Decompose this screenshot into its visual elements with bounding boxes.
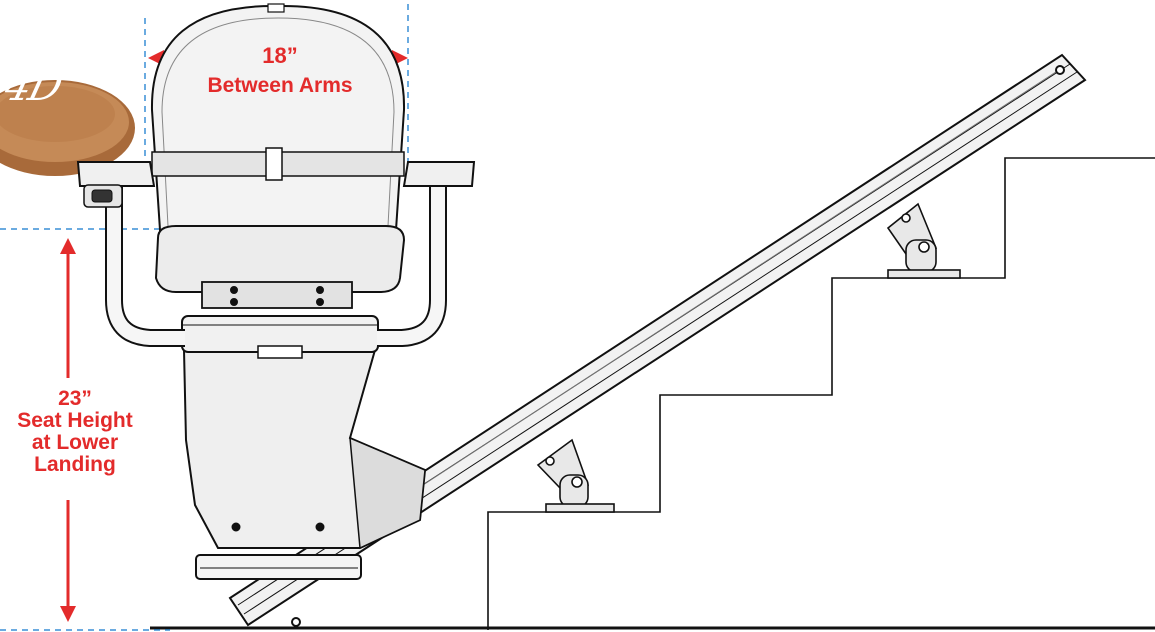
seat-height-value: 23”	[58, 387, 92, 410]
rail-bracket-lower	[536, 438, 615, 513]
brand-logo-icon	[0, 80, 135, 176]
width-dimension-value: 18”	[262, 43, 298, 68]
seat-height-label-2: at Lower	[31, 431, 119, 455]
seat-height-dimension: 23” Seat Height at Lower Landing	[0, 387, 150, 477]
brand-logo-text: 4D	[0, 64, 66, 110]
width-dimension-label: Between Arms	[207, 74, 353, 97]
height-arrow	[60, 238, 76, 622]
dimension-guides	[0, 4, 409, 631]
rail-bracket-upper	[886, 202, 961, 279]
seat-height-label-3: Landing	[34, 453, 116, 477]
stairlift-chair-icon	[76, 3, 476, 580]
seat-height-label-1: Seat Height	[17, 409, 133, 433]
